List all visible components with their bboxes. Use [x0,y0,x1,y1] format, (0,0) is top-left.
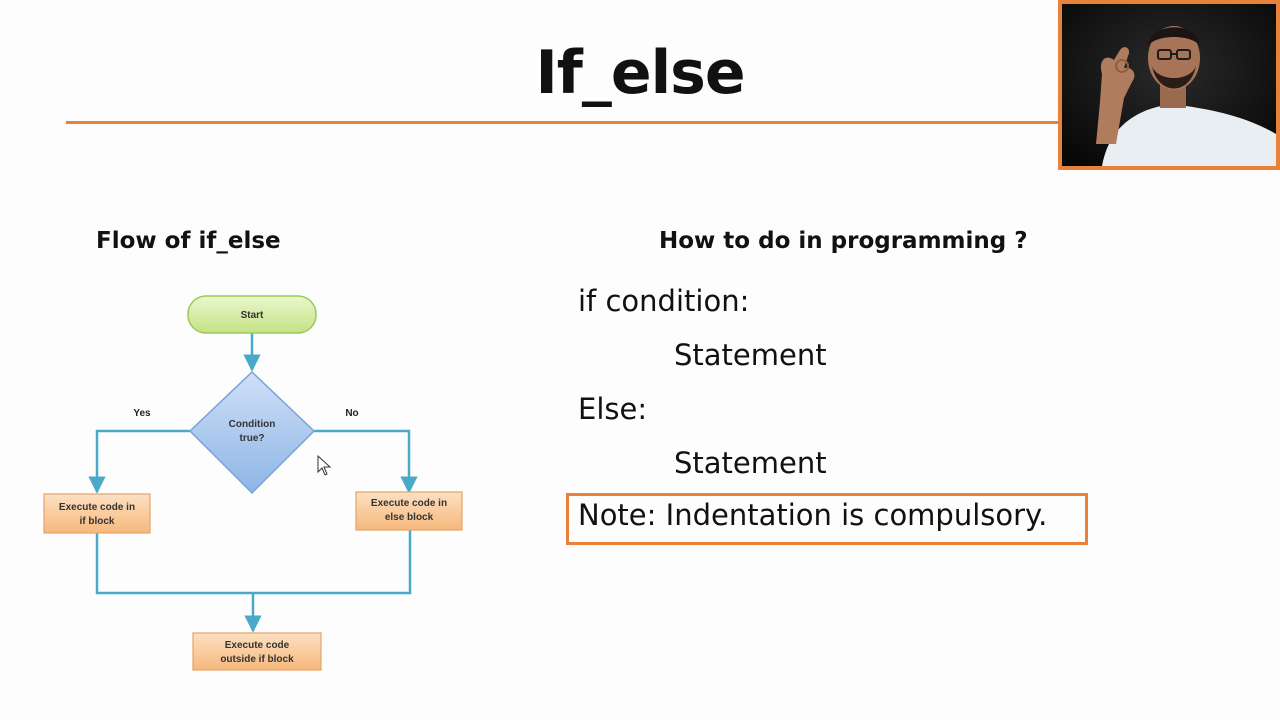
webcam-overlay [1058,0,1280,170]
start-node [187,295,317,334]
code-else-statement: Statement [674,446,827,480]
start-label: Start [241,310,264,321]
no-label: No [345,408,358,419]
if-block-line2: if block [79,516,114,527]
yes-label: Yes [133,408,151,419]
flowchart: Start Condition true? Yes No Execute cod… [43,295,463,671]
presenter-video [1062,4,1276,166]
programming-heading: How to do in programming ? [659,228,1028,254]
code-else-line: Else: [578,392,648,426]
else-block-line2: else block [385,512,434,523]
code-if-statement: Statement [674,338,827,372]
code-if-line: if condition: [578,284,750,318]
merge-line [95,530,412,595]
else-block-node [355,491,463,531]
condition-label-line1: Condition [229,419,276,430]
if-block-node [43,493,151,534]
note-box [566,493,1088,545]
mouse-cursor-icon [317,454,332,476]
condition-label-line2: true? [240,433,265,444]
flow-connectors [88,333,418,633]
arrow-no-branch [314,429,418,494]
outside-block-node [192,632,322,671]
slide-title: If_else [535,38,745,108]
condition-diamond [188,370,316,495]
note-text: Note: Indentation is compulsory. [578,498,1048,532]
outside-block-line1: Execute code [225,640,290,651]
title-divider [66,121,1061,124]
flow-heading: Flow of if_else [96,228,281,254]
if-block-line1: Execute code in [59,502,135,513]
arrow-yes-branch [88,429,190,494]
outside-block-line2: outside if block [220,654,294,665]
else-block-line1: Execute code in [371,498,447,509]
